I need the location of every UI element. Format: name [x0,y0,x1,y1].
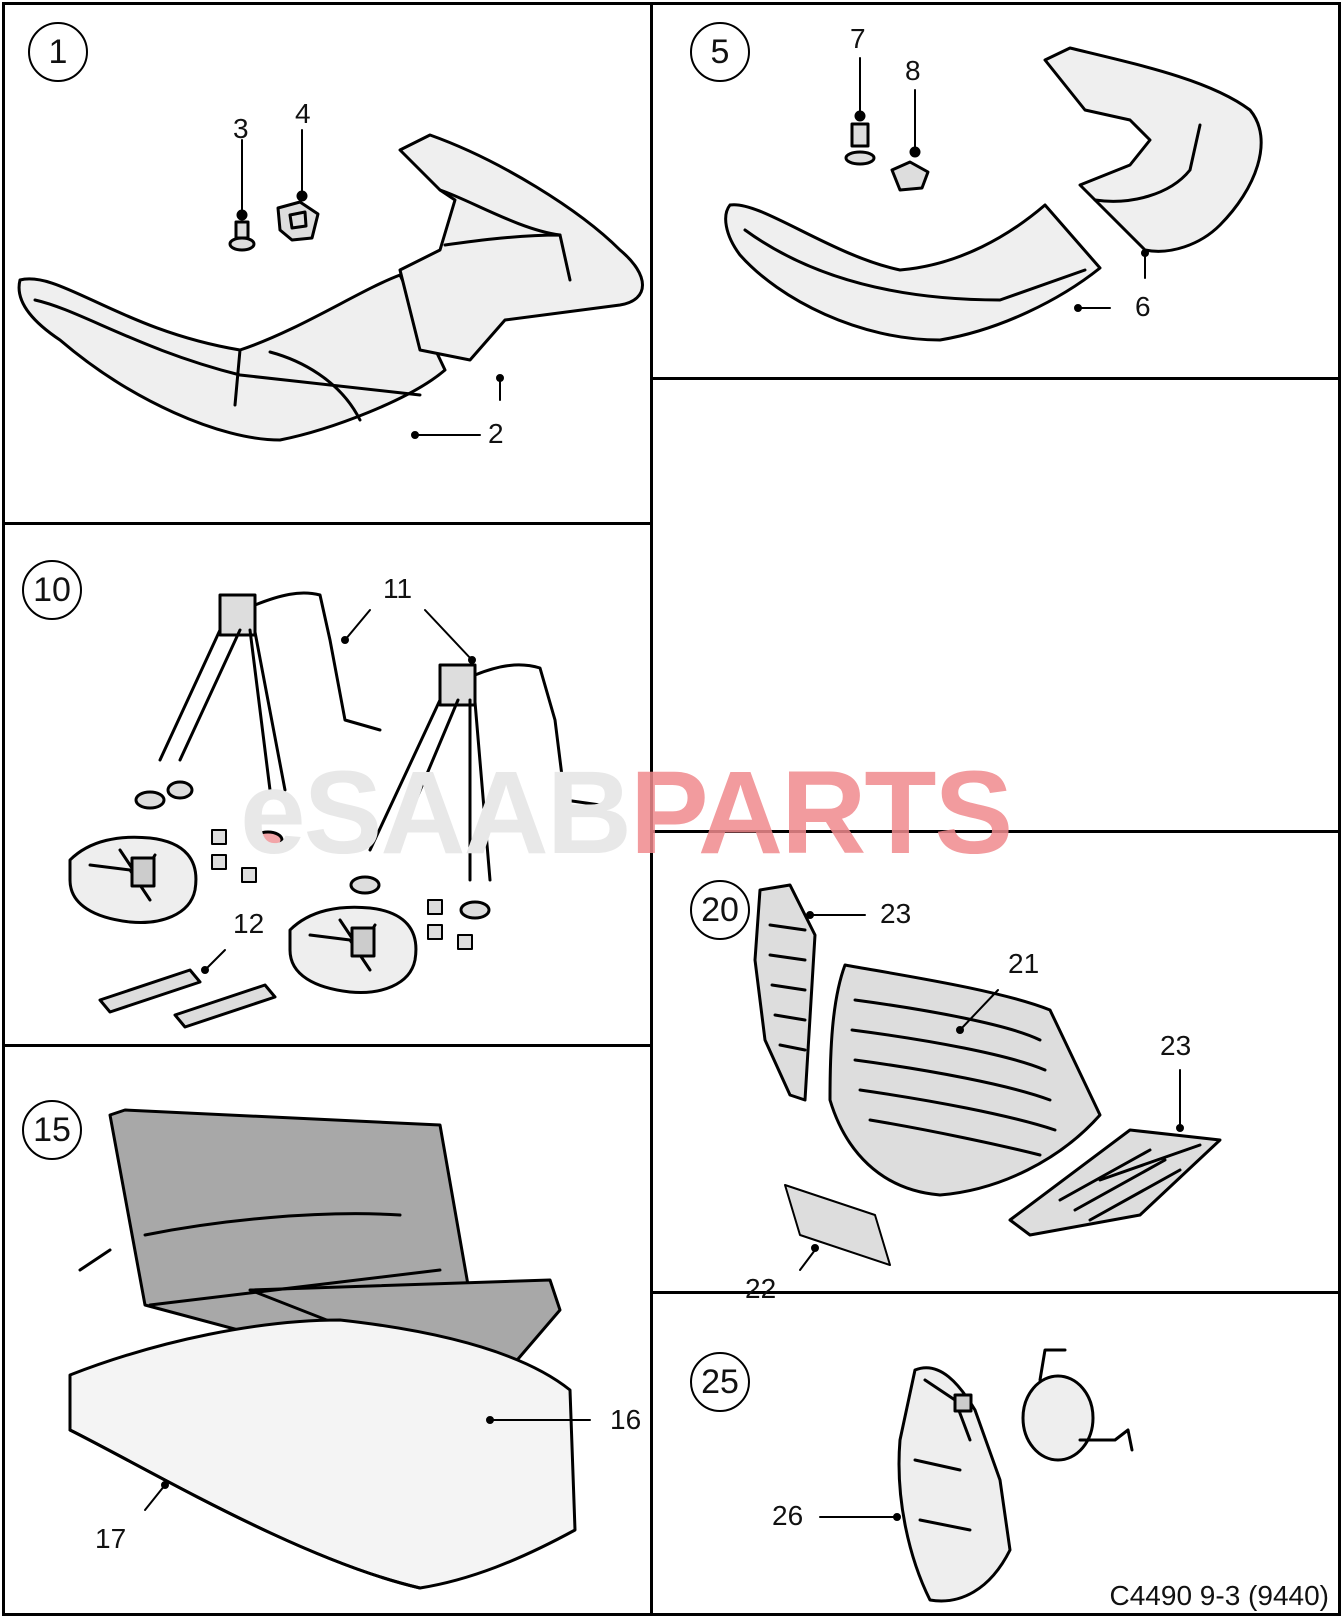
spoiler-lower-part-5 [724,203,1102,342]
spoiler-upper-part-5 [1043,46,1263,253]
callout-3: 3 [233,113,249,144]
bracket-assembly-left [134,591,382,850]
mount-plate-right [288,905,418,995]
grille-left-insert [753,883,817,1102]
callout-7: 7 [850,23,866,54]
section-badge-20: 20 [690,880,750,940]
callout-22: 22 [745,1273,777,1304]
front-spoiler-right-part [398,133,644,362]
callout-23-upper: 23 [880,898,912,929]
screw-icon-3 [228,139,256,252]
clip-icon-8 [890,89,930,192]
tonneau-cover [68,1318,577,1590]
section-badge-5: 5 [690,22,750,82]
callout-12: 12 [233,908,265,939]
leader-lines-panel-25 [819,1513,901,1521]
front-spoiler-left-part [17,273,447,442]
callout-2: 2 [488,418,504,449]
callout-21: 21 [1008,948,1040,979]
callout-4: 4 [295,98,311,129]
leader-lines-panel-20 [799,911,1184,1271]
key-tabs [98,968,277,1029]
callout-6: 6 [1135,291,1151,322]
leader-lines-panel-10 [201,609,476,974]
clip-nut-icon-4 [276,129,320,242]
leader-lines-panel-1 [411,374,504,439]
callout-8: 8 [905,55,921,86]
diagram-reference: C4490 9-3 (9440) [1109,1580,1329,1611]
bracket-assembly-right [349,663,602,920]
main-grille [828,963,1102,1197]
panel-25 [650,1291,1341,1616]
callout-17: 17 [95,1523,127,1554]
bolt-icon-7 [844,57,876,166]
mount-plate-left [68,835,198,925]
grille-right-insert [1008,1128,1222,1237]
section-badge-10: 10 [22,560,82,620]
callout-11: 11 [383,573,413,604]
leader-lines-panel-15 [144,1416,591,1511]
callout-26: 26 [772,1500,804,1531]
section-badge-25: 25 [690,1352,750,1412]
callout-23-lower: 23 [1160,1030,1192,1061]
fog-light-cap [1021,1348,1134,1462]
section-badge-15: 15 [22,1100,82,1160]
section-badge-1: 1 [28,22,88,82]
callout-16: 16 [610,1404,642,1435]
saab-badge [784,1184,891,1266]
spacer-set [211,829,473,950]
leader-lines-panel-5 [1074,249,1149,312]
fog-light-bracket [897,1366,1012,1603]
